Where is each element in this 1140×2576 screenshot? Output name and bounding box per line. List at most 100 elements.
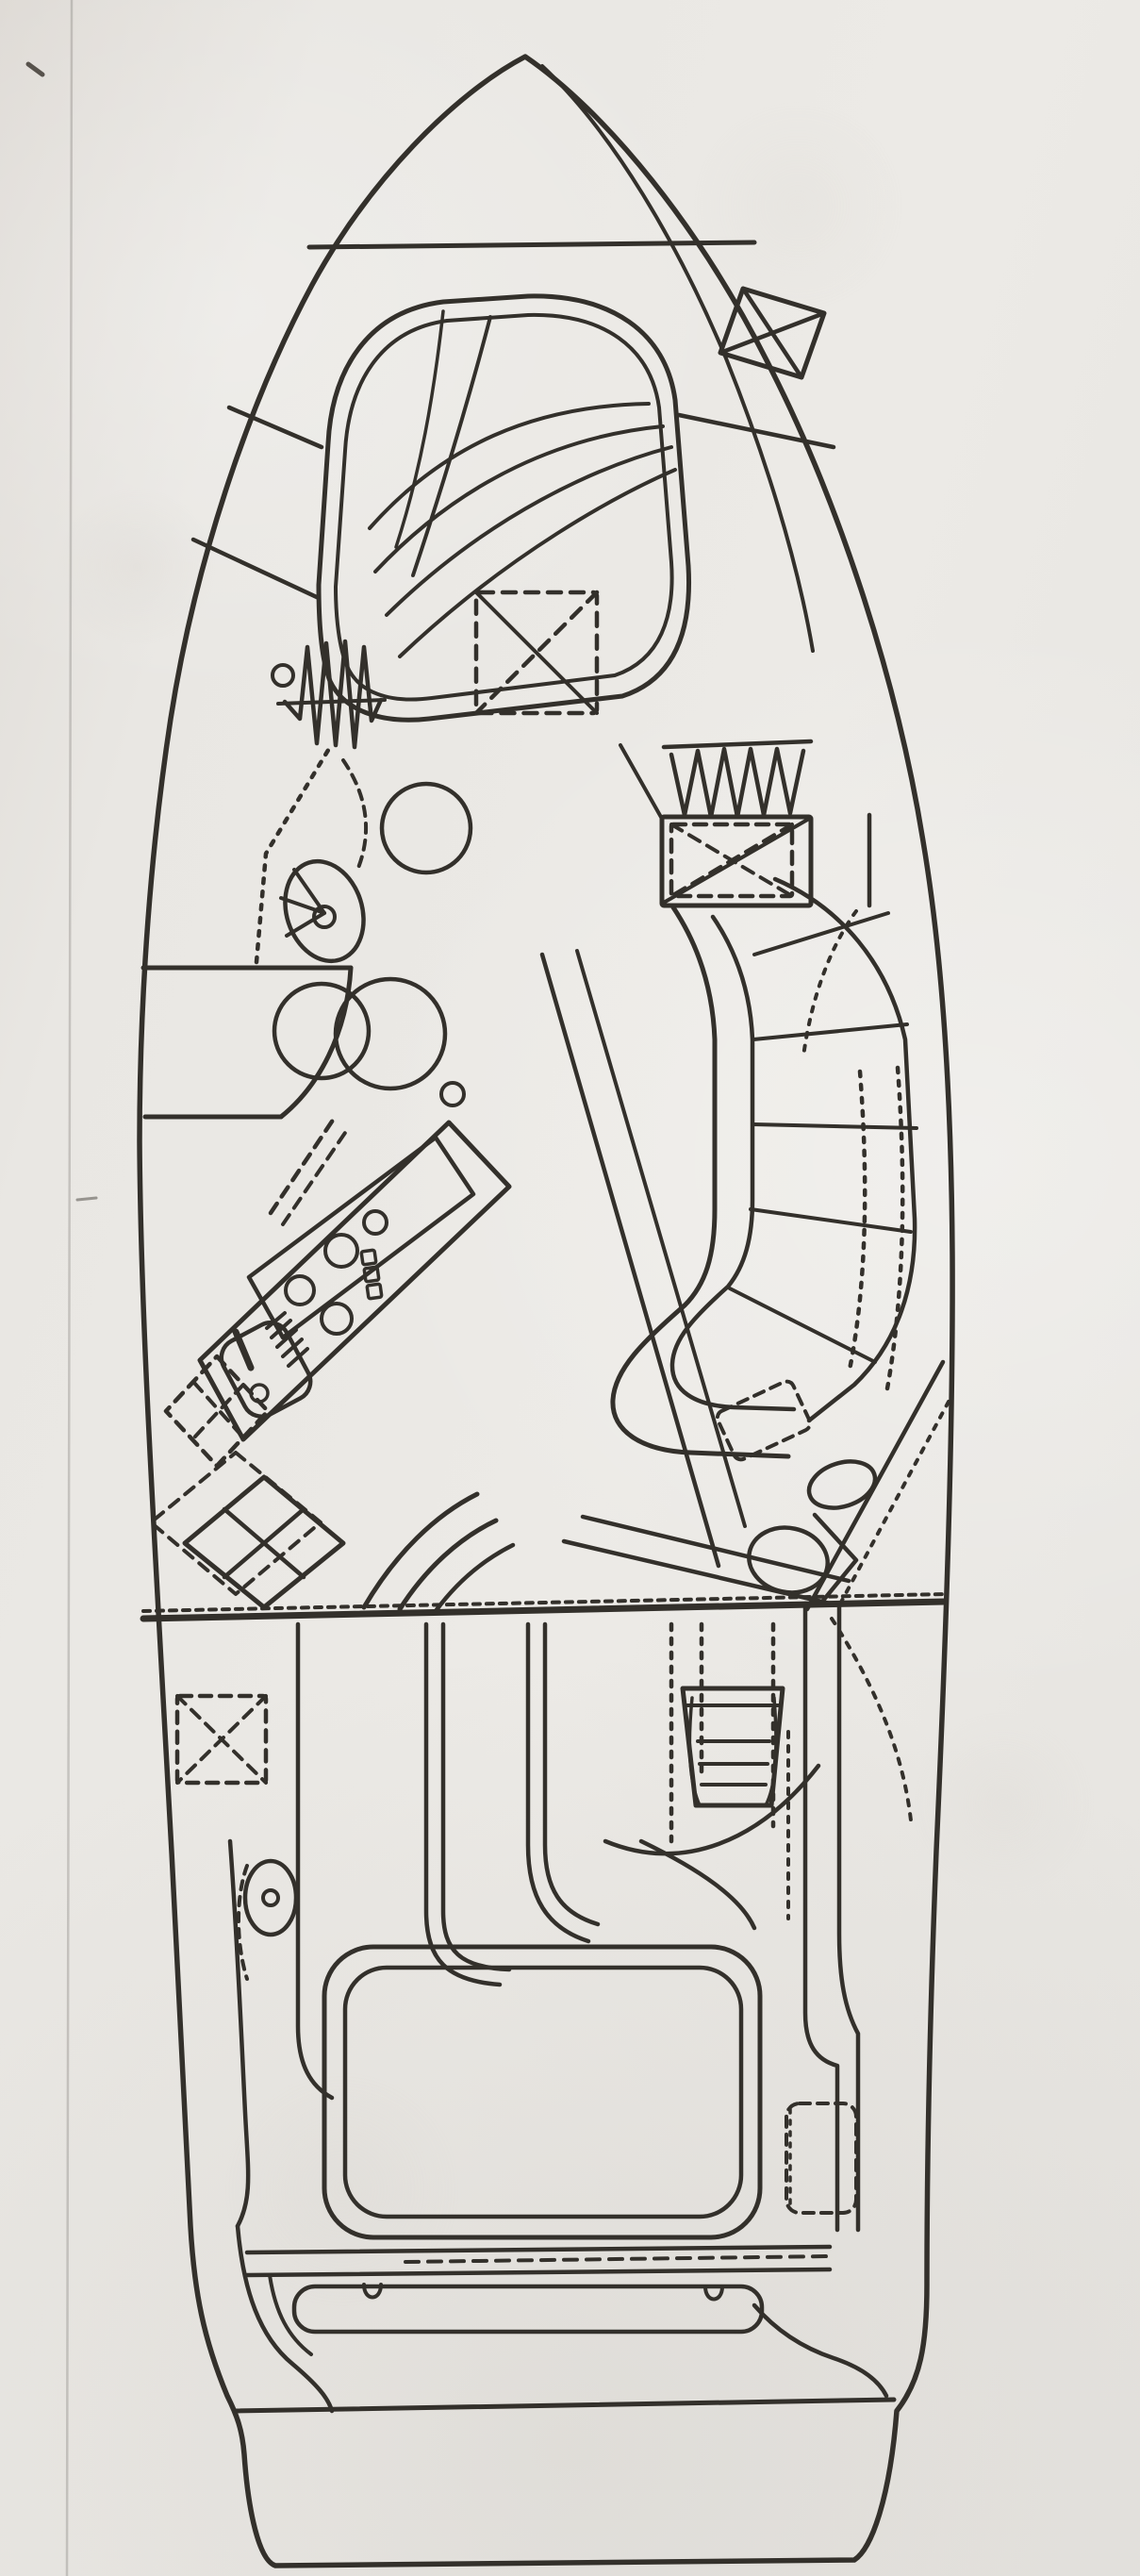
aft-partition-diag [804, 1359, 946, 1612]
aft-toilet-tank [812, 1512, 859, 1604]
stove-burner-1 [323, 1233, 359, 1269]
head-toilet-seat [272, 981, 372, 1081]
bow-zigzag-axis [276, 698, 387, 706]
starboard-inner-sheer [540, 64, 815, 653]
stbd-zigzag-top [661, 739, 814, 750]
stbd-zigzag [669, 746, 806, 820]
settee-divider-1 [752, 911, 890, 956]
settee-back [772, 876, 917, 1423]
vberth-fold-1 [368, 402, 651, 530]
stbd-gunwale-2 [836, 1601, 861, 2233]
stove-burner-3 [320, 1302, 354, 1336]
port-door-line [295, 1621, 335, 2101]
port-winch-center [261, 1888, 280, 1907]
stbd-locker-dash [785, 2102, 858, 2215]
paper-mark-top-left [25, 61, 45, 77]
bed-hatch-diag-solid [474, 590, 599, 715]
companion-track-1 [525, 1621, 591, 1944]
port-door-track-1 [423, 1621, 503, 1987]
stbd-partition [676, 412, 836, 450]
stove-burner-2 [284, 1274, 316, 1306]
steps-rail-right [764, 1696, 778, 1807]
transom-band-dash [404, 2254, 832, 2264]
port-partition-1 [226, 405, 324, 450]
shower-curtain-dash [254, 744, 333, 965]
galley-stove-rect [246, 1135, 476, 1340]
transom-band-bottom [244, 2267, 833, 2278]
head-toilet-knob [439, 1081, 466, 1107]
cockpit-dash-arc [830, 1617, 913, 1822]
vberth-crease-2 [394, 309, 445, 549]
port-door-track-2 [440, 1621, 512, 1972]
stove-knob-1 [359, 1248, 378, 1267]
galley-dash-counter-1 [268, 1116, 337, 1216]
grill-line-1 [265, 1311, 287, 1330]
stove-knob-2 [362, 1265, 381, 1284]
stbd-zigzag-jamb [619, 743, 664, 821]
stbd-xbox-x2 [718, 310, 827, 356]
transom-walk-left [235, 2223, 335, 2414]
galley-dash-locker-x1 [192, 1381, 245, 1439]
galley-sink-outline [219, 1321, 313, 1419]
port-winch-dash [237, 1864, 249, 1981]
transom-slot [291, 2284, 765, 2335]
cockpit-curve-1 [603, 1763, 821, 1856]
hull-window-dash-up [801, 909, 858, 1058]
head-faucet-spoke-1 [279, 896, 326, 915]
cabin-step-1 [361, 1491, 480, 1610]
head-sink-drain [312, 905, 337, 929]
vberth-fold-3 [385, 445, 673, 617]
cabin-step-3 [433, 1542, 516, 1614]
hull-outline [137, 54, 955, 2568]
head-toilet-bowl [333, 976, 448, 1091]
transom-band-top [244, 2244, 833, 2255]
corridor-line-1 [539, 952, 721, 1569]
settee-front-outer [610, 905, 791, 1459]
wetbar-dash-tray [715, 1379, 813, 1462]
head-faucet-spoke-2 [285, 911, 326, 938]
cockpit-hatch-x2 [175, 1694, 268, 1785]
stbd-hatch-box [659, 814, 814, 908]
settee-divider-4 [749, 1207, 913, 1234]
steps-rail-left [687, 1696, 702, 1807]
stove-knob-3 [365, 1282, 384, 1301]
settee-divider-5 [728, 1287, 877, 1364]
settee-divider-3 [752, 1122, 918, 1130]
cockpit-hatch-dash [174, 1693, 269, 1786]
port-partition-2 [190, 537, 322, 601]
galley-dash-locker [163, 1354, 271, 1469]
settee-divider-2 [752, 1022, 909, 1041]
vberth-crease-1 [411, 315, 492, 577]
vberth-fold-2 [373, 424, 665, 573]
hull-window-dash-1 [847, 1069, 867, 1372]
transom-walk-left-2 [268, 2273, 313, 2356]
head-shower-curve [278, 965, 354, 1120]
platform-top-edge [233, 2397, 897, 2414]
bulkhead-line [140, 1598, 949, 1622]
stbd-gunwale-1 [802, 1601, 840, 2233]
grill-line-2 [270, 1319, 292, 1339]
paper-crease-left [65, 0, 74, 2576]
wetbar-counter-2 [580, 1514, 851, 1584]
transom-walk-right [752, 2302, 889, 2399]
stove-burner-4 [362, 1209, 388, 1236]
head-faucet-spoke-3 [292, 868, 326, 915]
sunpad-inner [342, 1965, 744, 2219]
bed-hatch-rect [473, 590, 600, 716]
bow-zigzag-ring [271, 663, 295, 688]
corridor-line-2 [575, 949, 747, 1528]
aft-toilet-bowl [747, 1525, 830, 1595]
galley-counter [197, 1120, 512, 1442]
bulkhead-hatch-texture [141, 1592, 947, 1613]
cockpit-curve-2 [638, 1838, 757, 1931]
galley-dash-counter-2 [281, 1128, 349, 1226]
bed-hatch-diag-dash [473, 590, 600, 716]
settee-front-inner [669, 914, 797, 1412]
galley-faucet [232, 1328, 255, 1371]
port-coaming [227, 1838, 251, 2229]
vberth-outline-inner [334, 312, 674, 702]
stbd-hatch-dash-rect [669, 822, 795, 899]
head-port-fixture [379, 781, 473, 875]
anchor-locker-line [306, 240, 757, 250]
